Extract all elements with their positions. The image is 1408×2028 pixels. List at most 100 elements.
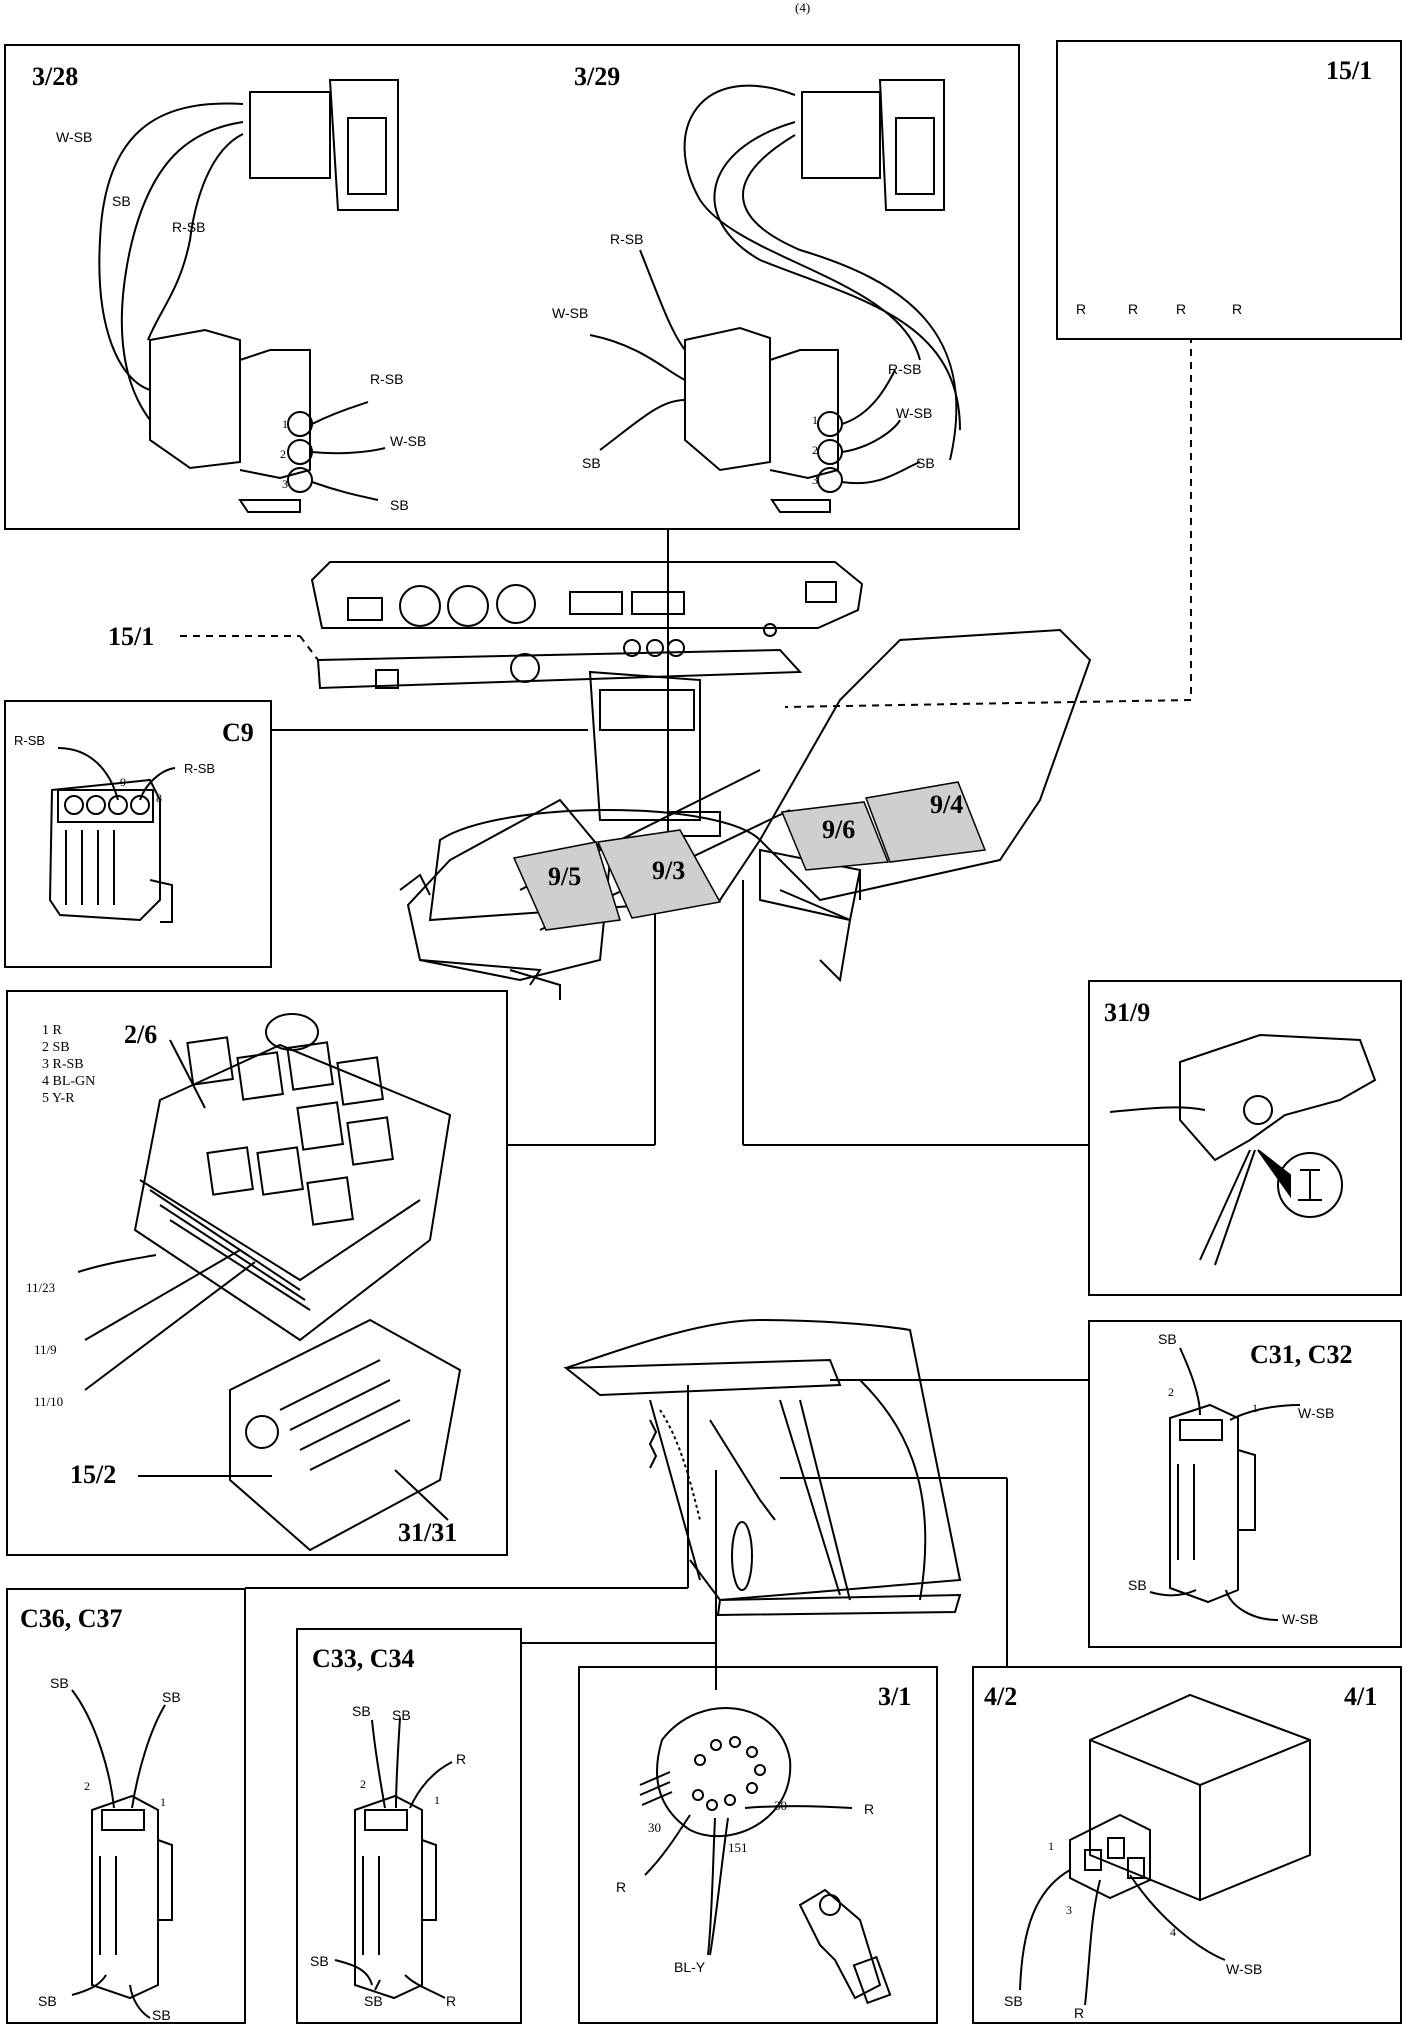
panel-c9-title: C9 <box>222 718 254 747</box>
terminal-151: 151 <box>728 1840 748 1855</box>
panel-c31-c32 <box>1088 1320 1402 1648</box>
wire-label-w-sb: W-SB <box>552 305 589 321</box>
wire-label-sb-bottom-right: SB <box>152 2007 171 2023</box>
wire-label-r-2: R <box>1128 301 1139 317</box>
pin-2: 2 <box>360 1777 366 1791</box>
pin-wire-sb: SB <box>916 455 935 471</box>
seat-zones <box>512 781 987 931</box>
seat-frame-sketch <box>563 1318 962 1617</box>
panel-3-1 <box>578 1666 938 2024</box>
switch-3-29-sketch <box>589 79 961 513</box>
wire-label-sb-a: SB <box>352 1703 371 1719</box>
pin-3: 3 <box>282 477 288 491</box>
panel-15-1-title: 15/1 <box>1326 56 1373 85</box>
legend-item: 3 R-SB <box>42 1057 84 1072</box>
panel-c36-c37-title: C36, C37 <box>20 1604 123 1633</box>
wire-label-sb-bottom-mid: SB <box>364 1993 383 2009</box>
pin-9: 9 <box>120 775 126 789</box>
wire-label-sb: SB <box>582 455 601 471</box>
wire-label-r-1: R <box>1076 301 1087 317</box>
car-interior-sketch <box>310 561 1092 1000</box>
panel-15-1 <box>1056 40 1402 340</box>
panel-c31-c32-title: C31, C32 <box>1250 1340 1353 1369</box>
wire-label-sb: SB <box>112 193 131 209</box>
wire-label-w-sb: W-SB <box>56 129 93 145</box>
pin-2: 2 <box>84 1779 90 1793</box>
wire-legend: 1 R 2 SB 3 R-SB 4 BL-GN 5 Y-R <box>42 1022 95 1107</box>
relay-4-2-sketch <box>1019 1693 1311 2006</box>
pin-1: 1 <box>1048 1839 1054 1853</box>
wire-w-sb <box>98 102 244 391</box>
wire-label-sb-bottom-left: SB <box>310 1953 329 1969</box>
pin-1: 1 <box>282 417 288 431</box>
panel-4-2-title: 4/2 <box>984 1682 1018 1711</box>
wire-label-r-4: R <box>1232 301 1243 317</box>
pin-wire-sb: SB <box>390 497 409 513</box>
legend-item: 2 SB <box>42 1040 70 1055</box>
zone-9-5-area <box>512 841 621 931</box>
pin-3: 3 <box>812 473 818 487</box>
pin-8: 8 <box>156 791 162 805</box>
legend-item: 4 BL-GN <box>42 1074 96 1089</box>
panel-3-28-title: 3/28 <box>32 62 79 91</box>
wire-label-w-sb: W-SB <box>1226 1961 1263 1977</box>
terminal-30-right: 30 <box>774 1798 787 1813</box>
wire-label-r-right: R <box>864 1801 875 1817</box>
ignition-switch-3-1-sketch <box>639 1707 892 2005</box>
connector-c31-sketch <box>1149 1347 1301 1621</box>
relay-box-2-6-sketch <box>77 1013 462 1552</box>
wire-label-sb-bottom-left: SB <box>38 1993 57 2009</box>
wire-label-bl-y: BL-Y <box>674 1959 706 1975</box>
wire-label-r-bottom: R <box>446 1993 457 2009</box>
wire-label-w-sb-bottom: W-SB <box>1282 1611 1319 1627</box>
connector-c36-sketch <box>71 1689 173 2019</box>
panel-3-29-title: 3/29 <box>574 62 621 91</box>
wire-label-sb-bottom: SB <box>1128 1577 1147 1593</box>
switch-3-28-sketch <box>98 79 399 513</box>
panel-c33-c34 <box>296 1628 522 2024</box>
connector-c33-sketch <box>334 1717 453 2000</box>
ref-31-31: 31/31 <box>398 1518 458 1547</box>
panel-c33-c34-title: C33, C34 <box>312 1644 415 1673</box>
page-number-caption: (4) <box>795 0 811 15</box>
panel-3-28-3-29 <box>4 44 1020 530</box>
wire-label-r-sb: R-SB <box>610 231 644 247</box>
pin-1: 1 <box>1252 1401 1258 1415</box>
side-label-11-9: 11/9 <box>34 1342 57 1357</box>
legend-item: 5 Y-R <box>42 1091 75 1106</box>
pin-1: 1 <box>812 413 818 427</box>
pin-3: 3 <box>1066 1903 1072 1917</box>
wire-label-w-sb-top: W-SB <box>1298 1405 1335 1421</box>
panel-2-6-title: 2/6 <box>124 1020 158 1049</box>
panel-c9 <box>4 700 272 968</box>
pin-wire-r-sb: R-SB <box>888 361 922 377</box>
pin-1: 1 <box>160 1795 166 1809</box>
zone-9-4: 9/4 <box>930 790 964 819</box>
pin-2: 2 <box>1168 1385 1174 1399</box>
zone-9-4-area <box>864 781 987 863</box>
zone-9-3-area <box>596 829 722 919</box>
pin-2: 2 <box>812 443 818 457</box>
wire-label-r: R <box>1074 2005 1085 2021</box>
legend-item: 1 R <box>42 1023 62 1038</box>
panel-3-1-title: 3/1 <box>878 1682 912 1711</box>
wire-label-sb-b: SB <box>392 1707 411 1723</box>
side-label-11-10: 11/10 <box>34 1394 64 1409</box>
pin-wire-w-sb: W-SB <box>896 405 933 421</box>
zone-9-6-area <box>780 801 890 871</box>
wire-label-r-top: R <box>456 1751 467 1767</box>
wire-label-sb: SB <box>1004 1993 1023 2009</box>
wire-label-r-sb: R-SB <box>172 219 206 235</box>
panel-4-2-4-1 <box>972 1666 1402 2024</box>
panel-2-6 <box>6 990 508 1556</box>
panel-31-9 <box>1088 980 1402 1296</box>
panel-c36-c37 <box>6 1588 246 2024</box>
wire-label-r-3: R <box>1176 301 1187 317</box>
wire-label-sb-top: SB <box>1158 1331 1177 1347</box>
zone-9-3: 9/3 <box>652 856 686 885</box>
wire-label-sb-top-right: SB <box>162 1689 181 1705</box>
ref-15-2: 15/2 <box>70 1460 117 1489</box>
ground-31-9-sketch <box>1109 1033 1377 1266</box>
pin-1: 1 <box>434 1793 440 1807</box>
